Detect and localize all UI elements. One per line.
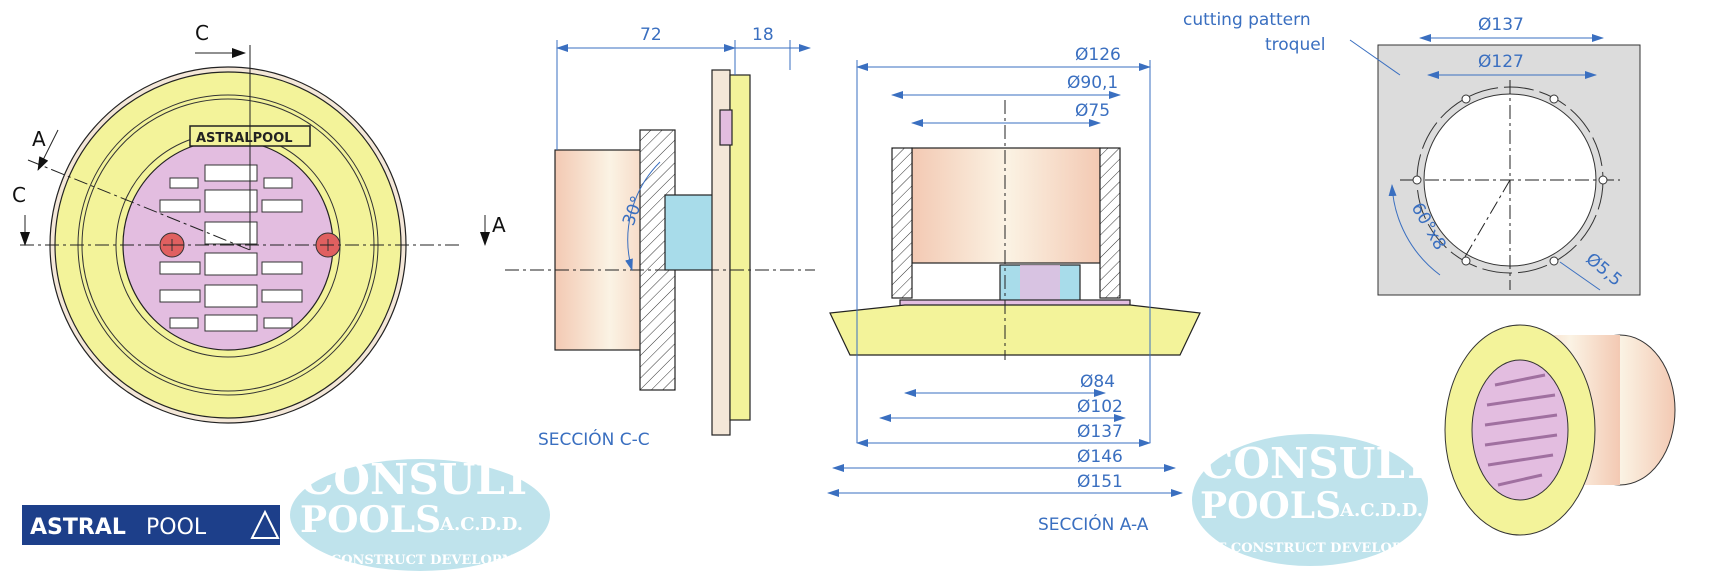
astralpool-logo: ASTRAL POOL: [22, 505, 280, 545]
svg-text:Ø90,1: Ø90,1: [1067, 73, 1118, 93]
svg-text:Ø137: Ø137: [1077, 422, 1123, 442]
section-mark: C: [12, 183, 26, 207]
triangle-icon: [250, 509, 280, 539]
svg-text:Ø126: Ø126: [1075, 45, 1121, 65]
svg-text:CONSULT: CONSULT: [300, 455, 533, 504]
svg-text:Ø151: Ø151: [1077, 472, 1123, 492]
front-view: ASTRALPOOL C A C A: [12, 21, 506, 424]
svg-text:ART CONSTRUCT DEVELOPMENT&DESI: ART CONSTRUCT DEVELOPMENT&DESIGN: [1195, 541, 1519, 556]
svg-text:Ø102: Ø102: [1077, 397, 1123, 417]
plate-logo: ASTRALPOOL: [196, 131, 293, 146]
svg-text:Ø127: Ø127: [1478, 52, 1524, 72]
section-mark: C: [195, 21, 209, 45]
section-title: SECCIÓN C-C: [538, 428, 650, 450]
cutting-pattern: Ø137 Ø127 60°x8 Ø5,5 cutting pattern tro…: [1183, 10, 1641, 296]
svg-text:ART CONSTRUCT DEVELOPMENT&DESI: ART CONSTRUCT DEVELOPMENT&DESIGN: [295, 553, 619, 568]
section-title: SECCIÓN A-A: [1038, 513, 1149, 535]
svg-text:18: 18: [752, 25, 774, 45]
isometric-render: [1444, 324, 1676, 536]
svg-text:72: 72: [640, 25, 662, 45]
svg-text:Ø84: Ø84: [1080, 372, 1115, 392]
svg-text:CONSULT: CONSULT: [1200, 439, 1433, 488]
svg-text:ASTRAL: ASTRAL: [30, 515, 126, 540]
watermark-left: CONSULT POOLS A.C.D.D. ART CONSTRUCT DEV…: [290, 455, 619, 571]
section-cc: 72 18 30° SECCIÓN C-C: [505, 25, 815, 450]
section-mark: A: [492, 213, 506, 237]
svg-text:POOLS: POOLS: [1200, 485, 1341, 527]
svg-text:Ø137: Ø137: [1478, 15, 1524, 35]
grate-slots: [159, 164, 303, 332]
svg-text:A.C.D.D.: A.C.D.D.: [1339, 500, 1423, 521]
cutting-pattern-label: cutting pattern: [1183, 10, 1311, 30]
svg-text:Ø146: Ø146: [1077, 447, 1123, 467]
watermark-right: CONSULT POOLS A.C.D.D. ART CONSTRUCT DEV…: [1192, 434, 1519, 566]
svg-text:A.C.D.D.: A.C.D.D.: [439, 514, 523, 535]
svg-text:POOLS: POOLS: [300, 499, 441, 541]
troquel-label: troquel: [1265, 35, 1325, 55]
section-mark: A: [32, 127, 46, 151]
svg-text:Ø75: Ø75: [1075, 101, 1110, 121]
section-aa: Ø126 Ø90,1 Ø75 Ø84 Ø102 Ø137 Ø146 Ø151 S…: [827, 45, 1201, 535]
svg-text:POOL: POOL: [146, 515, 207, 540]
